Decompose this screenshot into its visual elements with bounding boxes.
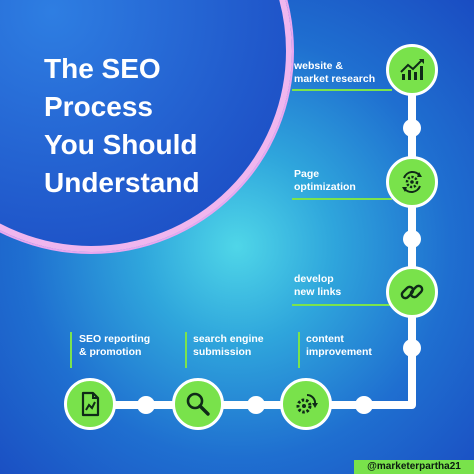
page-title: The SEO Process You Should Understand xyxy=(44,50,284,202)
growth-chart-icon xyxy=(400,59,424,80)
step-2-underline xyxy=(292,198,392,200)
chain-link-icon xyxy=(400,284,424,300)
step-node-content-improvement xyxy=(280,378,332,430)
step-6-marker xyxy=(70,332,72,368)
step-4-line-2: improvement xyxy=(306,346,372,358)
step-5-line-2: submission xyxy=(193,346,252,358)
gear-refresh-icon xyxy=(402,171,422,193)
step-label-seo-reporting-promotion: SEO reporting & promotion xyxy=(79,333,150,359)
magnifier-icon xyxy=(186,392,210,416)
step-5-line-1: search engine xyxy=(193,333,264,345)
step-3-underline xyxy=(292,304,392,306)
author-handle: @marketerpartha21 xyxy=(354,460,474,474)
title-line-1: The SEO xyxy=(44,53,161,84)
connector-dot-1 xyxy=(403,119,421,137)
step-6-line-1: SEO reporting xyxy=(79,333,151,345)
title-line-3: You Should xyxy=(44,129,198,160)
step-3-line-2: new links xyxy=(294,286,342,298)
step-node-seo-reporting-promotion xyxy=(64,378,116,430)
step-1-underline xyxy=(292,89,392,91)
step-5-marker xyxy=(185,332,187,368)
step-2-line-2: optimization xyxy=(294,181,356,193)
step-label-page-optimization: Page optimization xyxy=(294,168,356,194)
step-4-line-1: content xyxy=(306,333,344,345)
connector-dot-5 xyxy=(247,396,265,414)
step-3-line-1: develop xyxy=(294,273,334,285)
step-label-content-improvement: content improvement xyxy=(306,333,372,359)
title-line-4: Understand xyxy=(44,167,200,198)
report-document-icon xyxy=(81,391,100,417)
step-label-develop-new-links: develop new links xyxy=(294,273,341,299)
step-4-marker xyxy=(298,332,300,368)
step-label-website-market-research: website & market research xyxy=(294,60,375,86)
step-node-search-engine-submission xyxy=(172,378,224,430)
step-node-website-market-research xyxy=(386,44,438,96)
step-1-line-2: market research xyxy=(294,73,376,85)
connector-dot-3 xyxy=(403,339,421,357)
gear-arrow-icon xyxy=(296,393,318,414)
connector-dot-4 xyxy=(355,396,373,414)
connector-dot-2 xyxy=(403,230,421,248)
step-6-line-2: & promotion xyxy=(79,346,142,358)
step-node-page-optimization xyxy=(386,156,438,208)
step-label-search-engine-submission: search engine submission xyxy=(193,333,264,359)
step-2-line-1: Page xyxy=(294,168,320,180)
step-1-line-1: website & xyxy=(294,60,344,72)
title-line-2: Process xyxy=(44,91,153,122)
step-node-develop-new-links xyxy=(386,266,438,318)
connector-dot-6 xyxy=(137,396,155,414)
